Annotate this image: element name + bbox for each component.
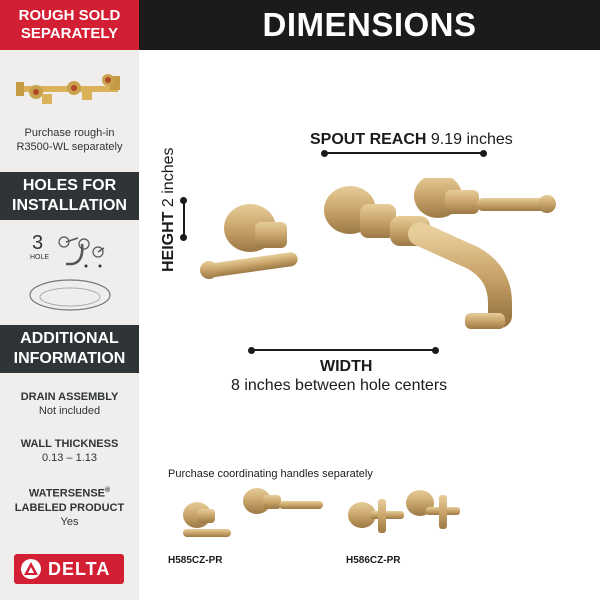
- delta-triangle-icon: [21, 559, 41, 579]
- info-header-line1: ADDITIONAL: [20, 330, 119, 347]
- watersense-line2: LABELED PRODUCT: [14, 501, 125, 514]
- lever-handles-image: [183, 488, 323, 537]
- holes-header-line2: INSTALLATION: [12, 197, 127, 214]
- spout-dim-dot-right: [480, 150, 487, 157]
- faucet-icon: [58, 236, 105, 268]
- rough-text: Purchase rough-in R3500-WL separately: [0, 126, 139, 154]
- watersense-line1: WATERSENSE: [28, 487, 106, 500]
- height-label: HEIGHT 2 inches: [160, 148, 178, 273]
- drain-label: DRAIN ASSEMBLY: [20, 391, 119, 403]
- spout-reach-title: SPOUT REACH: [310, 131, 427, 148]
- drain-assembly: DRAIN ASSEMBLY Not included: [0, 390, 139, 418]
- height-title: HEIGHT: [160, 211, 177, 272]
- spout-reach-label: SPOUT REACH 9.19 inches: [310, 131, 513, 149]
- width-value: 8 inches between hole centers: [231, 377, 448, 394]
- height-value: 2 inches: [160, 147, 177, 208]
- cross-handles-image: [348, 490, 460, 533]
- rough-header: ROUGH SOLD SEPARATELY: [0, 0, 139, 50]
- height-dim-line: [183, 200, 185, 238]
- handle-model-a: H585CZ-PR: [168, 555, 223, 566]
- rough-header-line1: ROUGH SOLD: [18, 7, 121, 24]
- wall-value: 0.13 – 1.13: [41, 452, 98, 464]
- width-dim-line: [251, 349, 435, 351]
- rough-header-line2: SEPARATELY: [20, 25, 119, 42]
- wall-thickness: WALL THICKNESS 0.13 – 1.13: [0, 437, 139, 465]
- watersense: WATERSENSE® LABELED PRODUCT Yes: [0, 484, 139, 529]
- holes-header-line1: HOLES FOR: [22, 177, 117, 194]
- faucet-set-image: [200, 178, 556, 329]
- handles-caption: Purchase coordinating handles separately: [168, 468, 373, 480]
- spout-dim-line: [324, 152, 484, 154]
- handle-model-b: H586CZ-PR: [346, 555, 401, 566]
- holes-header: HOLES FOR INSTALLATION: [0, 172, 139, 220]
- sidebar: ROUGH SOLD SEPARATELY Purchase rough-in …: [0, 0, 139, 600]
- page-title: DIMENSIONS: [139, 0, 600, 50]
- delta-logo: DELTA: [14, 554, 124, 584]
- holes-word: HOLE: [30, 254, 50, 261]
- height-dim-dot-bottom: [180, 234, 187, 241]
- delta-brand-text: DELTA: [48, 558, 111, 579]
- rough-text-line1: Purchase rough-in: [24, 127, 115, 139]
- width-dim-dot-right: [432, 347, 439, 354]
- rough-text-line2: R3500-WL separately: [16, 141, 123, 153]
- info-header-line2: INFORMATION: [13, 350, 126, 367]
- wall-label: WALL THICKNESS: [20, 438, 119, 450]
- holes-count: 3: [32, 232, 44, 254]
- rough-in-valve-image: [16, 74, 120, 104]
- drain-value: Not included: [38, 405, 101, 417]
- info-header: ADDITIONAL INFORMATION: [0, 325, 139, 373]
- spout-reach-value: 9.19 inches: [430, 131, 513, 148]
- watersense-value: Yes: [60, 515, 79, 528]
- sink-basin-icon: [29, 279, 111, 311]
- width-title: WIDTH: [320, 358, 373, 375]
- watersense-reg: ®: [105, 487, 111, 494]
